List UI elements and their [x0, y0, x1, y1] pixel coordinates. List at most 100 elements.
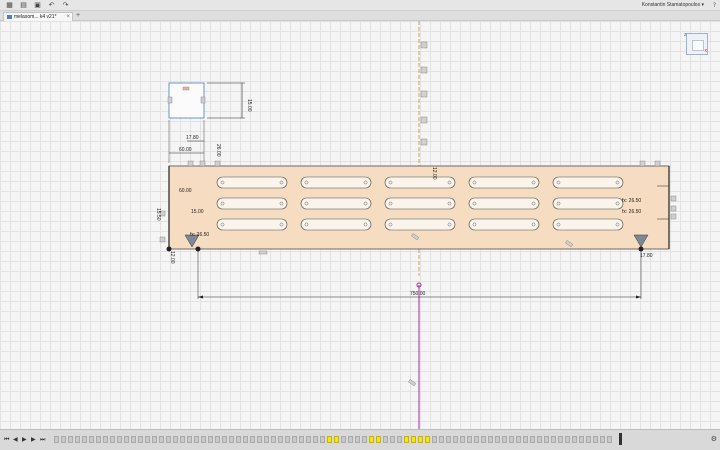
timeline-feature-item[interactable]	[173, 436, 178, 443]
timeline-feature-item[interactable]	[341, 436, 346, 443]
timeline-feature-item[interactable]	[215, 436, 220, 443]
timeline-feature-item[interactable]	[467, 436, 472, 443]
timeline-feature-item[interactable]	[250, 436, 255, 443]
timeline-feature-item[interactable]	[439, 436, 444, 443]
step-back-icon[interactable]: ◀	[13, 436, 18, 443]
timeline-feature-item[interactable]	[411, 436, 416, 443]
timeline-feature-item[interactable]	[152, 436, 157, 443]
timeline-feature-item[interactable]	[607, 436, 612, 443]
timeline-feature-item[interactable]	[257, 436, 262, 443]
timeline-feature-item[interactable]	[61, 436, 66, 443]
help-icon[interactable]: ?	[712, 2, 716, 9]
timeline-feature-item[interactable]	[306, 436, 311, 443]
timeline-feature-item[interactable]	[593, 436, 598, 443]
timeline-feature-item[interactable]	[222, 436, 227, 443]
timeline-marker[interactable]	[619, 433, 622, 445]
timeline-feature-item[interactable]	[446, 436, 451, 443]
timeline-feature-item[interactable]	[236, 436, 241, 443]
timeline-feature-item[interactable]	[397, 436, 402, 443]
new-tab-icon[interactable]: +	[76, 12, 81, 19]
step-forward-icon[interactable]: ▶	[31, 436, 36, 443]
timeline-feature-item[interactable]	[159, 436, 164, 443]
timeline-feature-item[interactable]	[299, 436, 304, 443]
timeline-feature-item[interactable]	[516, 436, 521, 443]
timeline-feature-item[interactable]	[383, 436, 388, 443]
timeline-feature-item[interactable]	[390, 436, 395, 443]
timeline-feature-item[interactable]	[481, 436, 486, 443]
timeline-feature-item[interactable]	[271, 436, 276, 443]
timeline-feature-item[interactable]	[495, 436, 500, 443]
view-cube[interactable]: z x	[684, 32, 708, 55]
user-account-menu[interactable]: Konstantin Stamatopoulos ▾	[641, 2, 704, 8]
timeline-feature-item[interactable]	[453, 436, 458, 443]
timeline-feature-item[interactable]	[82, 436, 87, 443]
timeline-feature-item[interactable]	[124, 436, 129, 443]
timeline-feature-item[interactable]	[201, 436, 206, 443]
timeline-feature-item[interactable]	[243, 436, 248, 443]
timeline-feature-item[interactable]	[264, 436, 269, 443]
timeline-feature-item[interactable]	[117, 436, 122, 443]
save-icon[interactable]: ▣	[34, 1, 41, 9]
timeline-feature-item[interactable]	[565, 436, 570, 443]
timeline-feature-item[interactable]	[460, 436, 465, 443]
timeline-feature-item[interactable]	[166, 436, 171, 443]
sketch-canvas[interactable]: 15.00 17.80 60.00 60.00 15.50 15.00 fx: …	[0, 21, 720, 429]
timeline-feature-item[interactable]	[600, 436, 605, 443]
timeline-feature-item[interactable]	[544, 436, 549, 443]
play-icon[interactable]: ▶	[22, 436, 27, 443]
timeline-feature-item[interactable]	[187, 436, 192, 443]
timeline-feature-item[interactable]	[89, 436, 94, 443]
timeline-feature-item[interactable]	[320, 436, 325, 443]
timeline-feature-item[interactable]	[586, 436, 591, 443]
timeline-feature-item[interactable]	[313, 436, 318, 443]
timeline-feature-item[interactable]	[509, 436, 514, 443]
undo-icon[interactable]: ↶	[48, 1, 55, 9]
timeline-feature-item[interactable]	[208, 436, 213, 443]
timeline-feature-item[interactable]	[572, 436, 577, 443]
timeline-feature-item[interactable]	[68, 436, 73, 443]
timeline-feature-item[interactable]	[369, 436, 374, 443]
timeline-feature-item[interactable]	[418, 436, 423, 443]
timeline-feature-item[interactable]	[131, 436, 136, 443]
timeline-feature-item[interactable]	[432, 436, 437, 443]
timeline-feature-item[interactable]	[502, 436, 507, 443]
timeline-feature-item[interactable]	[488, 436, 493, 443]
document-tab[interactable]: melasom... k4 v21* ×	[3, 12, 73, 21]
timeline-feature-item[interactable]	[138, 436, 143, 443]
timeline-feature-item[interactable]	[537, 436, 542, 443]
timeline-feature-item[interactable]	[103, 436, 108, 443]
timeline-feature-item[interactable]	[180, 436, 185, 443]
timeline-feature-item[interactable]	[474, 436, 479, 443]
view-cube-face[interactable]	[692, 40, 704, 51]
fast-forward-icon[interactable]: ⏭	[40, 436, 46, 443]
timeline-feature-item[interactable]	[523, 436, 528, 443]
timeline-feature-item[interactable]	[285, 436, 290, 443]
timeline-feature-item[interactable]	[425, 436, 430, 443]
timeline-feature-item[interactable]	[376, 436, 381, 443]
timeline-feature-item[interactable]	[327, 436, 332, 443]
timeline-feature-item[interactable]	[355, 436, 360, 443]
timeline-feature-item[interactable]	[348, 436, 353, 443]
timeline-feature-item[interactable]	[551, 436, 556, 443]
timeline-feature-item[interactable]	[194, 436, 199, 443]
timeline-feature-item[interactable]	[54, 436, 59, 443]
timeline-feature-item[interactable]	[530, 436, 535, 443]
timeline-feature-item[interactable]	[278, 436, 283, 443]
gear-icon[interactable]: ⚙	[710, 435, 717, 443]
timeline-feature-item[interactable]	[558, 436, 563, 443]
timeline-feature-item[interactable]	[229, 436, 234, 443]
timeline-feature-item[interactable]	[75, 436, 80, 443]
timeline-feature-item[interactable]	[110, 436, 115, 443]
timeline-feature-item[interactable]	[145, 436, 150, 443]
redo-icon[interactable]: ↷	[62, 1, 69, 9]
timeline-feature-item[interactable]	[404, 436, 409, 443]
timeline-feature-item[interactable]	[362, 436, 367, 443]
timeline-feature-item[interactable]	[334, 436, 339, 443]
rewind-icon[interactable]: ⏮	[4, 436, 10, 443]
file-menu-icon[interactable]: ▤	[20, 1, 27, 9]
timeline-feature-item[interactable]	[579, 436, 584, 443]
timeline-feature-item[interactable]	[292, 436, 297, 443]
timeline-feature-item[interactable]	[96, 436, 101, 443]
close-tab-icon[interactable]: ×	[66, 14, 70, 20]
grid-menu-icon[interactable]: ▦	[6, 1, 13, 9]
